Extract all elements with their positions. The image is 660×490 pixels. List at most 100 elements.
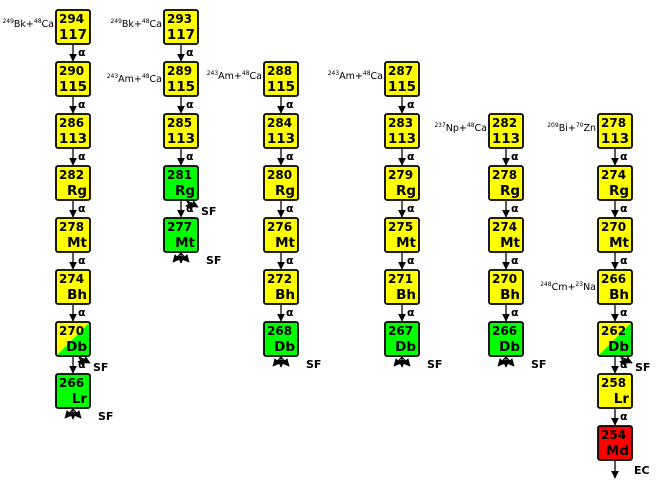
element-symbol: Db (499, 339, 520, 355)
mass-number: 285 (167, 116, 192, 130)
sf-label: SF (206, 254, 221, 267)
element-symbol: Rg (609, 183, 629, 199)
reaction-label: 209Bi+70Zn (547, 122, 596, 134)
sf-fragment-arrow (77, 356, 85, 367)
alpha-label: α (620, 202, 628, 215)
element-symbol: Rg (500, 183, 520, 199)
element-symbol: 115 (59, 79, 87, 95)
alpha-label: α (511, 254, 519, 267)
element-symbol: Mt (175, 235, 195, 251)
reaction-label: 243Am+48Ca (328, 70, 383, 82)
sf-fragment-arrow (72, 408, 82, 419)
nuclide-box (263, 269, 299, 305)
element-symbol: 113 (59, 131, 87, 147)
mass-number: 270 (601, 220, 626, 234)
element-symbol: Bh (500, 287, 520, 303)
element-symbol: 115 (167, 79, 195, 95)
alpha-label: α (407, 254, 415, 267)
nuclide-box (163, 165, 199, 201)
element-symbol: Bh (275, 287, 295, 303)
element-symbol: Md (606, 443, 629, 459)
sf-fragment-arrow (185, 200, 193, 211)
alpha-label: α (286, 150, 294, 163)
reaction-label: 243Am+48Ca (107, 73, 162, 85)
element-symbol: 117 (59, 27, 87, 43)
ec-label: EC (634, 464, 650, 477)
mass-number: 281 (167, 168, 192, 182)
element-symbol: Rg (175, 183, 195, 199)
element-symbol: 113 (601, 131, 629, 147)
nuclide-box (263, 217, 299, 253)
alpha-label: α (78, 150, 86, 163)
mass-number: 284 (267, 116, 292, 130)
sf-fragment-arrow (280, 356, 290, 367)
element-symbol: Bh (609, 287, 629, 303)
alpha-label: α (78, 306, 86, 319)
mass-number: 282 (492, 116, 517, 130)
mass-number: 262 (601, 324, 626, 338)
element-symbol: 113 (267, 131, 295, 147)
sf-fragment-arrow (620, 356, 633, 364)
element-symbol: Bh (67, 287, 87, 303)
mass-number: 287 (388, 64, 413, 78)
mass-number: 278 (601, 116, 626, 130)
nuclide-box (55, 165, 91, 201)
alpha-label: α (286, 202, 294, 215)
element-symbol: Bh (396, 287, 416, 303)
sf-label: SF (201, 205, 216, 218)
nuclide-box (488, 321, 524, 357)
nuclide-box (488, 217, 524, 253)
nuclide-box (597, 165, 633, 201)
mass-number: 274 (601, 168, 626, 182)
element-symbol: Mt (500, 235, 520, 251)
reaction-label: 249Bk+48Ca (2, 18, 54, 30)
mass-number: 274 (59, 272, 84, 286)
mass-number: 286 (59, 116, 84, 130)
sf-fragment-arrow (78, 356, 91, 364)
sf-fragment-arrow (505, 356, 515, 367)
alpha-label: α (186, 98, 194, 111)
alpha-label: α (407, 202, 415, 215)
alpha-label: α (286, 98, 294, 111)
mass-number: 280 (267, 168, 292, 182)
mass-number: 274 (492, 220, 517, 234)
mass-number: 278 (492, 168, 517, 182)
nuclide-box (55, 373, 91, 409)
nuclide-box (263, 113, 299, 149)
mass-number: 290 (59, 64, 84, 78)
element-symbol: Lr (72, 391, 88, 407)
mass-number: 271 (388, 272, 413, 286)
nuclide-box (55, 61, 91, 97)
sf-label: SF (98, 410, 113, 423)
sf-fragment-arrow (619, 356, 627, 367)
mass-number: 293 (167, 12, 192, 26)
element-symbol: 113 (388, 131, 416, 147)
element-symbol: Mt (609, 235, 629, 251)
sf-fragment-arrow (497, 356, 507, 367)
alpha-label: α (407, 150, 415, 163)
mass-number: 276 (267, 220, 292, 234)
alpha-label: α (78, 98, 86, 111)
sf-label: SF (635, 361, 650, 374)
nuclide-box (263, 165, 299, 201)
sf-fragment-arrow (180, 252, 190, 263)
mass-number: 266 (59, 376, 84, 390)
mass-number: 279 (388, 168, 413, 182)
alpha-label: α (186, 150, 194, 163)
